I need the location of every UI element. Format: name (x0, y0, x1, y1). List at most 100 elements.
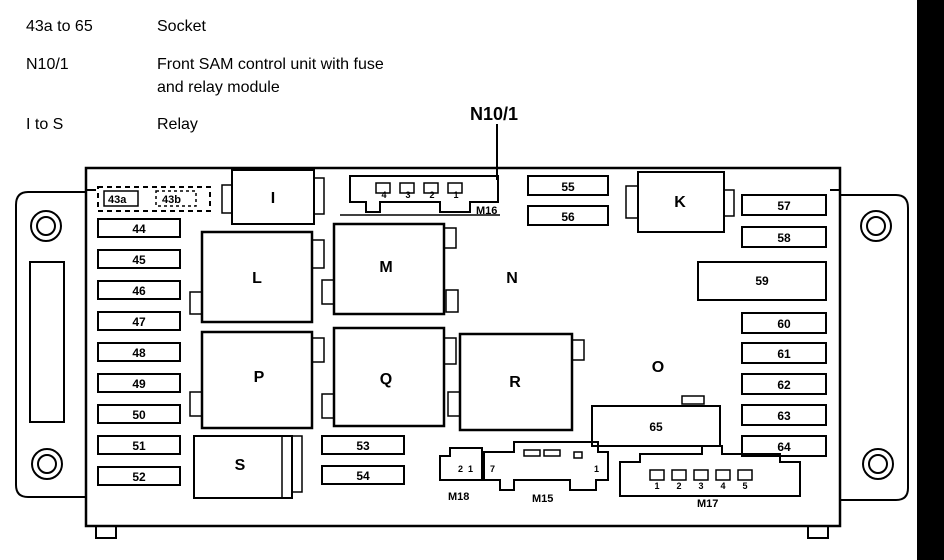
label-socket-58: 58 (777, 231, 791, 245)
label-relay-R: R (509, 374, 521, 391)
label-socket-55: 55 (561, 180, 575, 194)
socket-43b (155, 190, 197, 207)
legend-code-sockets: 43a to 65 (26, 18, 93, 35)
relay-M (332, 222, 446, 316)
socket-59 (697, 261, 827, 301)
label-socket-44: 44 (132, 222, 146, 236)
relay-Q (332, 326, 446, 428)
connector-M18 (439, 447, 483, 481)
label-relay-I: I (271, 190, 275, 207)
label-m17-pin-3: 3 (698, 481, 703, 491)
relay-L (200, 230, 314, 324)
label-socket-62: 62 (777, 378, 791, 392)
label-relay-N: N (506, 270, 518, 287)
socket-64 (741, 435, 827, 457)
bolt-hole-top-left (30, 210, 62, 242)
label-socket-52: 52 (132, 470, 146, 484)
label-relay-S: S (235, 457, 246, 474)
label-socket-63: 63 (777, 409, 791, 423)
label-relay-M: M (379, 259, 392, 276)
label-socket-60: 60 (777, 317, 791, 331)
label-socket-49: 49 (132, 377, 146, 391)
label-43a: 43a (108, 194, 127, 206)
socket-53 (321, 435, 405, 455)
socket-62 (741, 373, 827, 395)
socket-50 (97, 404, 181, 424)
socket-60 (741, 312, 827, 334)
label-socket-45: 45 (132, 253, 146, 267)
socket-45 (97, 249, 181, 269)
label-m17-pin-4: 4 (720, 481, 725, 491)
label-socket-61: 61 (777, 347, 791, 361)
label-socket-54: 54 (356, 469, 370, 483)
label-m16-pin-4: 4 (381, 190, 386, 200)
label-m17-pin-2: 2 (676, 481, 681, 491)
label-socket-56: 56 (561, 210, 575, 224)
socket-55 (527, 175, 609, 196)
socket-63 (741, 404, 827, 426)
legend-desc-control-unit-line1: Front SAM control unit with fuse (157, 56, 384, 73)
connector-M17 (619, 445, 801, 497)
socket-47 (97, 311, 181, 331)
relay-P (200, 330, 314, 430)
scan-edge-bar (917, 0, 944, 560)
connector-M15 (483, 441, 609, 491)
right-mount-ear (840, 194, 909, 501)
socket-52 (97, 466, 181, 486)
socket-43a (103, 190, 139, 207)
legend-code-control-unit: N10/1 (26, 56, 69, 73)
label-socket-65: 65 (649, 420, 663, 434)
label-m17-pin-1: 1 (654, 481, 659, 491)
label-m16-pin-3: 3 (405, 190, 410, 200)
label-43b: 43b (162, 194, 181, 206)
label-socket-53: 53 (356, 439, 370, 453)
label-socket-48: 48 (132, 346, 146, 360)
housing (84, 166, 842, 528)
label-socket-50: 50 (132, 408, 146, 422)
socket-46 (97, 280, 181, 300)
side-slot (29, 261, 65, 423)
socket-61 (741, 342, 827, 364)
label-socket-46: 46 (132, 284, 146, 298)
label-m15-pin-7: 7 (490, 464, 495, 474)
label-connector-M18: M18 (448, 491, 469, 503)
socket-54 (321, 465, 405, 485)
label-m16-pin-1: 1 (453, 190, 458, 200)
label-m15-pin-1: 1 (594, 464, 599, 474)
label-connector-M15: M15 (532, 493, 553, 505)
bolt-hole-bottom-right (862, 448, 894, 480)
foot-left (95, 525, 117, 539)
label-socket-59: 59 (755, 274, 769, 288)
bolt-hole-bottom-left (31, 448, 63, 480)
relay-R (458, 332, 574, 432)
socket-48 (97, 342, 181, 362)
socket-58 (741, 226, 827, 248)
label-m16-pin-2: 2 (429, 190, 434, 200)
left-mount-ear (15, 191, 86, 498)
foot-right (807, 525, 829, 539)
socket-56 (527, 205, 609, 226)
socket-49 (97, 373, 181, 393)
label-relay-P: P (254, 369, 265, 386)
label-socket-64: 64 (777, 440, 791, 454)
label-relay-Q: Q (380, 371, 392, 388)
socket-44 (97, 218, 181, 238)
socket-43-frame (97, 186, 211, 212)
socket-51 (97, 435, 181, 455)
label-m18-pin-1: 1 (468, 464, 473, 474)
label-socket-51: 51 (132, 439, 146, 453)
bolt-hole-top-right (860, 210, 892, 242)
socket-65 (591, 405, 721, 447)
legend-code-relays: I to S (26, 116, 64, 133)
label-m18-pin-2: 2 (458, 464, 463, 474)
label-socket-57: 57 (777, 199, 791, 213)
label-relay-K: K (674, 194, 686, 211)
callout-label: N10/1 (470, 104, 518, 124)
legend-desc-relays: Relay (157, 116, 198, 133)
label-connector-M17: M17 (697, 498, 718, 510)
legend-desc-sockets: Socket (157, 18, 206, 35)
label-connector-M16: M16 (476, 205, 497, 217)
label-m17-pin-5: 5 (742, 481, 747, 491)
label-relay-O: O (652, 359, 664, 376)
